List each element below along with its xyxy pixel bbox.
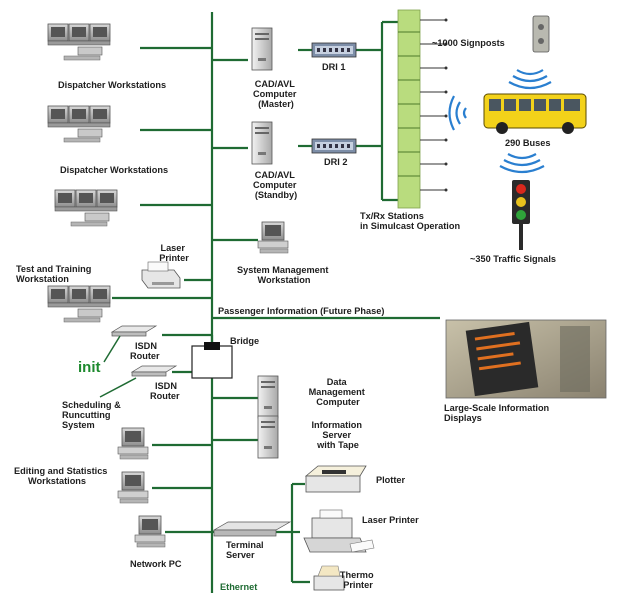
ethernet-label: Ethernet xyxy=(220,582,257,592)
dispatcher-workstation-2-icon xyxy=(47,105,111,143)
dri-2-rack-icon xyxy=(311,138,357,154)
laser-printer-bottom-icon xyxy=(303,509,375,553)
scheduling-label: Scheduling & Runcutting System xyxy=(62,400,123,430)
network-pc-label: Network PC xyxy=(130,559,182,569)
traffic-signals-label: ~350 Traffic Signals xyxy=(470,254,556,264)
signpost-icon xyxy=(532,15,550,53)
isdn-router-1-label: ISDN Router xyxy=(130,341,160,361)
cad-master-label: CAD/AVL Computer (Master) xyxy=(253,79,299,109)
signposts-label: ~1000 Signposts xyxy=(432,38,505,48)
plotter-icon xyxy=(304,465,367,493)
system-management-label: System Management Workstation xyxy=(237,265,331,285)
txrx-stations-stack xyxy=(397,9,448,209)
bridge-icon xyxy=(191,342,233,379)
cad-master-tower-icon xyxy=(251,27,273,71)
bus-wave-left-icon xyxy=(448,95,467,131)
large-scale-displays-label: Large-Scale Information Displays xyxy=(444,403,552,423)
bridge-label: Bridge xyxy=(230,336,259,346)
terminal-server-label: Terminal Server xyxy=(226,540,266,560)
data-management-label: Data Management Computer xyxy=(309,377,368,407)
laser-printer-bottom-label: Laser Printer xyxy=(362,515,419,525)
dispatcher-workstation-3-icon xyxy=(54,189,118,227)
plotter-label: Plotter xyxy=(376,475,406,485)
editing-workstation-1-icon xyxy=(117,427,149,460)
laser-printer-top-icon xyxy=(141,261,181,289)
traffic-signal-icon xyxy=(512,180,530,250)
system-management-pc-icon xyxy=(257,221,289,254)
laser-printer-top-label: Laser Printer xyxy=(159,243,189,263)
test-training-workstation-icon xyxy=(47,285,111,323)
isdn-router-2-icon xyxy=(131,365,177,377)
test-training-label: Test and Training Workstation xyxy=(16,264,94,284)
init-logo: init xyxy=(78,359,101,376)
network-pc-icon xyxy=(134,515,166,548)
terminal-server-icon xyxy=(212,521,292,537)
thermo-printer-label: Thermo Printer xyxy=(340,570,376,590)
isdn-router-1-icon xyxy=(111,325,157,337)
cad-standby-label: CAD/AVL Computer (Standby) xyxy=(253,170,299,200)
txrx-label: Tx/Rx Stations in Simulcast Operation xyxy=(360,211,460,231)
signpost-wave-icon xyxy=(508,69,552,90)
bus-wave-bottom-icon xyxy=(499,153,545,174)
thermo-printer-icon xyxy=(313,565,345,591)
dispatcher-label-2: Dispatcher Workstations xyxy=(60,165,168,175)
buses-label: 290 Buses xyxy=(505,138,550,148)
bus-icon xyxy=(483,93,587,134)
passenger-information-label: Passenger Information (Future Phase) xyxy=(218,306,384,316)
information-server-tower-icon xyxy=(257,415,279,459)
dri-2-label: DRI 2 xyxy=(324,157,348,167)
editing-statistics-label: Editing and Statistics Workstations xyxy=(14,466,110,486)
editing-workstation-2-icon xyxy=(117,471,149,504)
data-management-tower-icon xyxy=(257,375,279,419)
isdn-router-2-label: ISDN Router xyxy=(150,381,180,401)
dri-1-rack-icon xyxy=(311,42,357,58)
dri-1-label: DRI 1 xyxy=(322,62,346,72)
information-server-label: Information Server with Tape xyxy=(311,420,364,450)
large-scale-display-photo xyxy=(445,319,607,399)
cad-standby-tower-icon xyxy=(251,121,273,165)
dispatcher-workstation-1-icon xyxy=(47,23,111,61)
dispatcher-label-1: Dispatcher Workstations xyxy=(58,80,166,90)
